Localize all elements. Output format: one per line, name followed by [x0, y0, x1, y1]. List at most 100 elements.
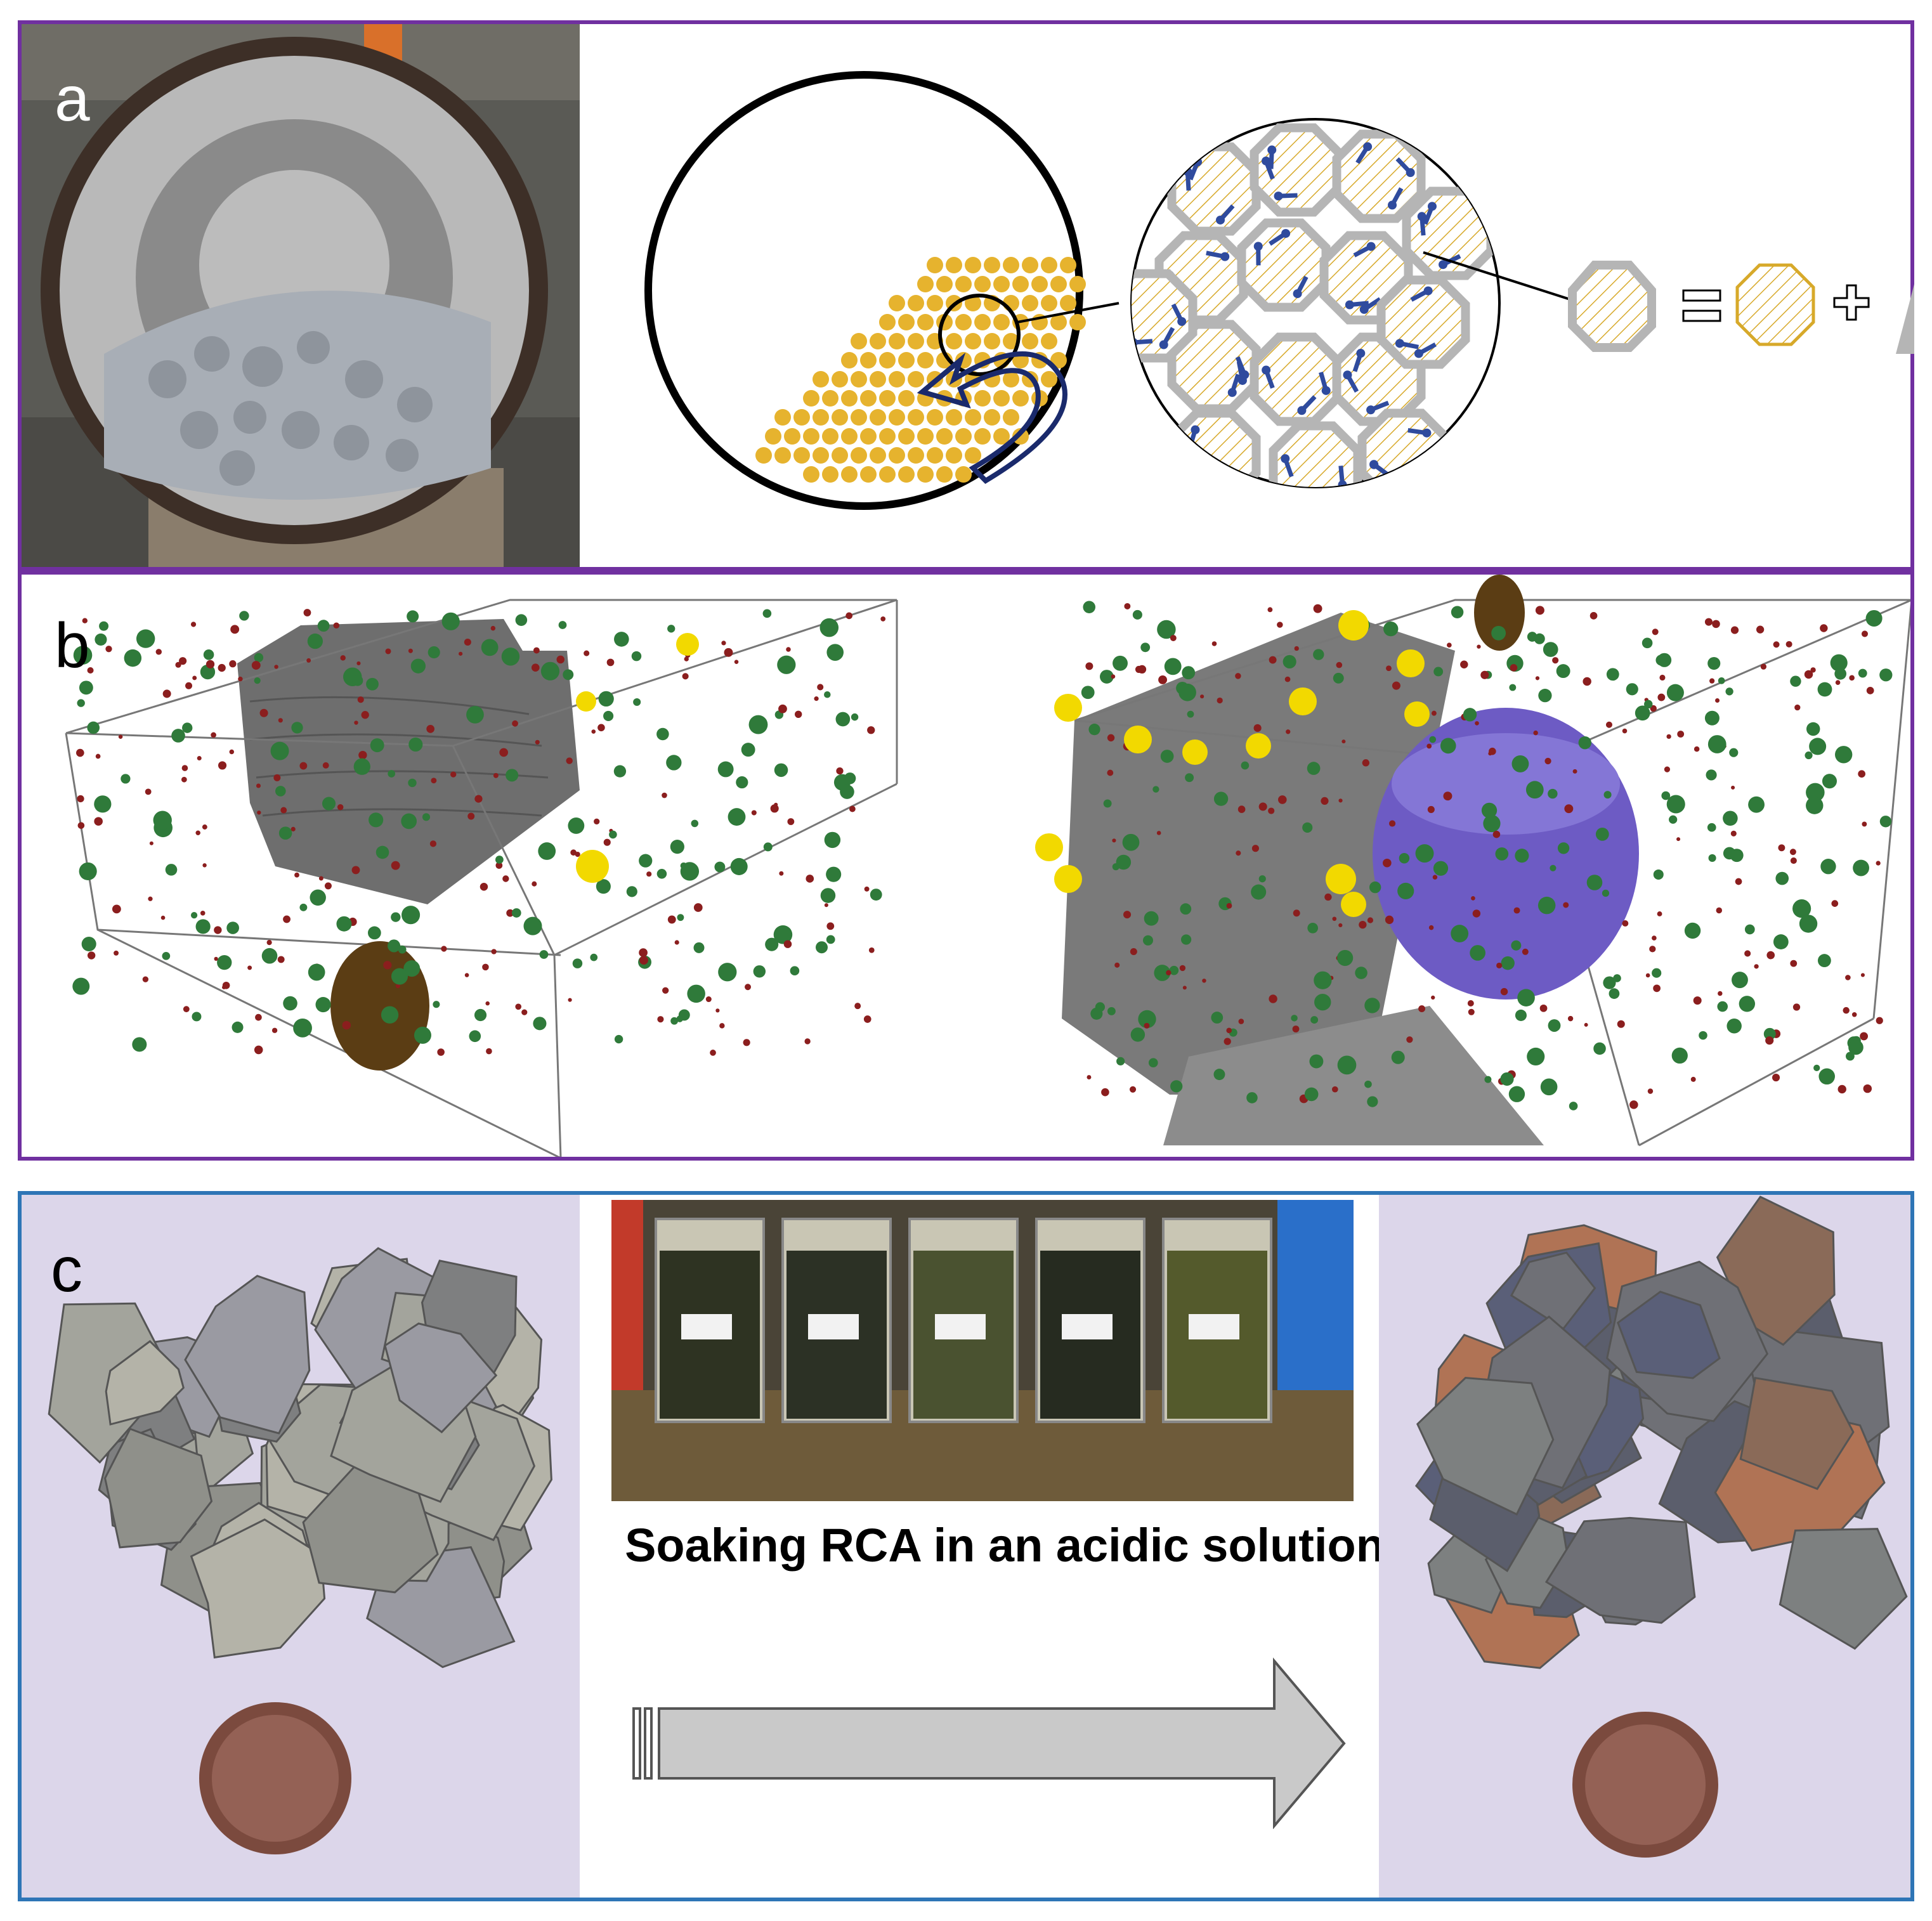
aggregate-particle [1003, 333, 1019, 349]
pore-dot [1157, 620, 1176, 639]
pore-dot [531, 663, 540, 672]
pore-dot [1866, 687, 1874, 694]
pore-dot [1101, 1088, 1109, 1097]
coin-before [199, 1702, 351, 1854]
coated-grain [1132, 269, 1198, 363]
panel-letter-c: c [51, 1234, 82, 1305]
aggregate-particle [774, 409, 791, 426]
pore-dot [1500, 1072, 1514, 1086]
pore-dot [1810, 667, 1816, 673]
pore-dot [1863, 1084, 1872, 1093]
pore-dot [408, 778, 417, 788]
aggregate-rock [384, 1322, 498, 1434]
aggregate-pile-after [1414, 1195, 1908, 1669]
pore-dot [1834, 667, 1847, 680]
pore-dot [1447, 642, 1452, 648]
pore-dot [318, 876, 323, 881]
pore-dot [656, 869, 667, 879]
pore-dot [1716, 907, 1723, 914]
pore-dot [1293, 909, 1300, 917]
pore-dot [114, 950, 119, 956]
pore-dot [155, 649, 162, 655]
pore-dot [1707, 823, 1716, 832]
pore-dot [691, 819, 699, 828]
pore-dot [1428, 925, 1434, 930]
pore-dot [192, 1012, 202, 1022]
pore-dot [1391, 1050, 1405, 1064]
pore-dot [95, 753, 101, 759]
pore-dot [1584, 1022, 1588, 1027]
pore-dot [1217, 697, 1223, 704]
pore-dot [1495, 847, 1509, 861]
aggregate-particle [955, 428, 972, 445]
pore-dot [1367, 1096, 1378, 1107]
aggregate-particle [1012, 428, 1029, 445]
pore-dot [333, 622, 340, 629]
aggregate-particle [822, 390, 839, 407]
pore-dot [826, 866, 842, 882]
aggregate-particle [1041, 257, 1057, 273]
pore-dot [368, 926, 381, 940]
beaker-label [808, 1314, 859, 1339]
aggregate-particle [965, 333, 981, 349]
pore-dot [315, 997, 331, 1013]
pore-dot [1246, 1092, 1258, 1104]
pore-dot [693, 903, 703, 912]
pore-dot [1226, 1027, 1232, 1034]
pore-dot [1467, 1000, 1474, 1006]
pore-dot [290, 826, 296, 831]
pore-dot [590, 953, 598, 961]
pore-dot [450, 771, 457, 778]
aggregate-particle [870, 409, 886, 426]
pore-dot [765, 937, 779, 951]
aggregate-particle [927, 257, 943, 273]
pore-dot [354, 720, 358, 725]
ct-scan-nca [1035, 575, 1910, 1147]
pore-dot [132, 1037, 147, 1052]
pore-dot [676, 1015, 683, 1022]
pore-dot [254, 677, 261, 684]
aggregate-particle [889, 409, 905, 426]
arrow-head [1177, 316, 1187, 326]
pore-dot [817, 684, 824, 691]
pore-dot [1107, 769, 1114, 776]
pore-dot [1336, 949, 1354, 967]
arrow-head [1262, 156, 1271, 166]
pore-dot [563, 669, 574, 680]
pore-dot [261, 947, 278, 964]
pore-dot [1226, 902, 1232, 909]
pore-dot [1433, 861, 1449, 876]
pore-dot [1865, 609, 1883, 627]
arrow-head [1253, 242, 1263, 251]
aggregate-particle [803, 390, 819, 407]
aggregate-rock [1484, 1513, 1570, 1609]
pore-dot [383, 961, 392, 970]
pore-dot [385, 648, 391, 654]
pore-dot [1556, 664, 1570, 679]
pore-dot [501, 648, 520, 666]
pore-dot [277, 956, 285, 963]
pore-dot [1792, 1003, 1801, 1011]
pore-dot [1806, 722, 1820, 736]
pore-dot [1484, 1076, 1492, 1083]
pore-dot [1170, 635, 1177, 641]
pore-dot [1113, 655, 1128, 671]
arrow-head [1295, 491, 1304, 500]
pore-dot [366, 677, 379, 691]
pore-dot [1122, 833, 1140, 851]
pore-dot [815, 941, 828, 954]
pore-dot [1399, 853, 1410, 864]
pore-dot [596, 879, 611, 894]
pore-dot [633, 698, 641, 707]
pore-dot [1760, 663, 1767, 670]
pore-dot [849, 805, 856, 812]
pore-dot [1313, 604, 1322, 613]
pore-dot [428, 646, 440, 659]
pore-dot [687, 984, 705, 1003]
stress-arrow [1184, 466, 1203, 480]
aggregate-particle [993, 428, 1010, 445]
pore-dot [1756, 625, 1765, 634]
pore-dot [369, 812, 384, 828]
pore-dot [1160, 750, 1174, 763]
aggregate-particle [851, 333, 867, 349]
